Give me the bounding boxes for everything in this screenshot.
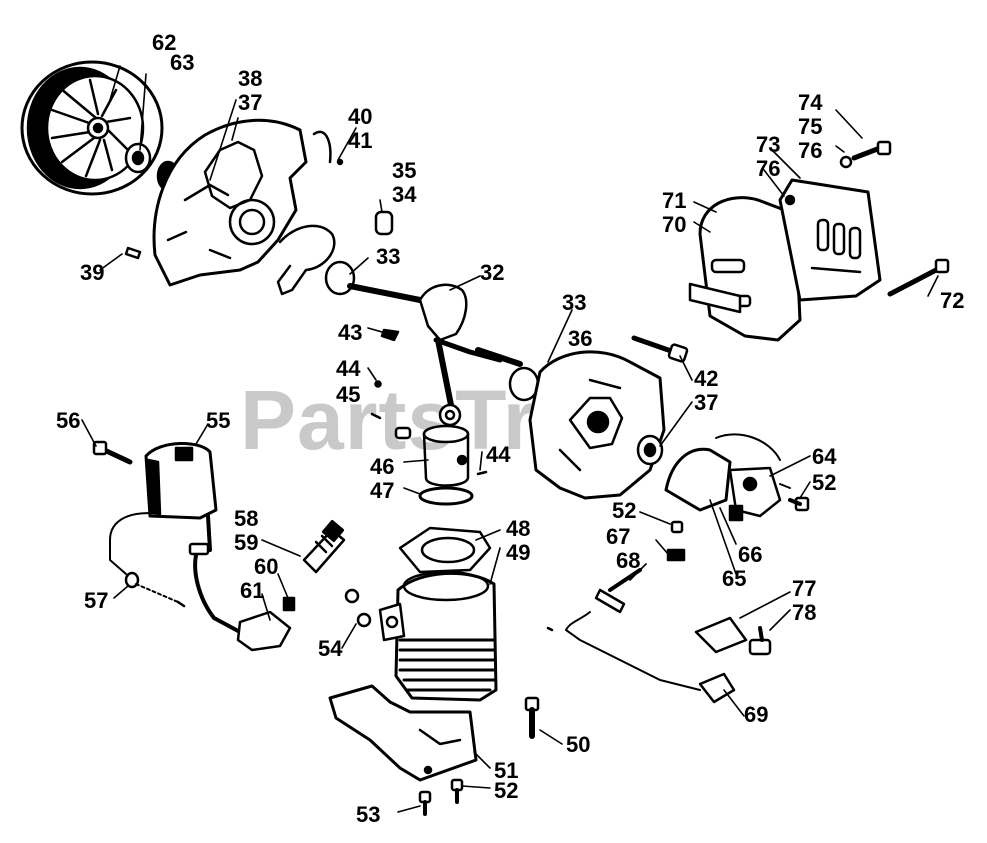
callout-53: 53 <box>356 802 381 827</box>
ignition-module-part <box>109 441 218 575</box>
screw-52b-part <box>788 496 810 512</box>
callout-52b: 52 <box>612 498 637 523</box>
callout-51: 51 <box>494 758 519 783</box>
callout-66: 66 <box>738 542 763 567</box>
clip-44-part <box>374 380 382 388</box>
callout-59: 59 <box>234 530 259 555</box>
callout-47: 47 <box>370 478 395 503</box>
small-pin-part <box>336 158 344 166</box>
callout-61: 61 <box>240 578 265 603</box>
callout-65: 65 <box>722 566 747 591</box>
callout-64: 64 <box>812 444 837 469</box>
callout-74: 74 <box>798 90 823 115</box>
callout-40: 40 <box>348 104 373 129</box>
piston-part <box>422 424 470 487</box>
callout-76: 76 <box>798 138 823 163</box>
cylinder-part <box>378 570 498 702</box>
leader-lines <box>81 65 939 813</box>
crankshaft-part <box>324 260 540 427</box>
callout-76b: 76 <box>756 156 781 181</box>
clip-45-part <box>370 412 382 420</box>
crankcase-right-part <box>528 350 666 500</box>
callout-32: 32 <box>480 260 505 285</box>
callout-55: 55 <box>206 408 231 433</box>
piston-ring-part <box>418 486 474 506</box>
callout-67: 67 <box>606 524 631 549</box>
callout-54: 54 <box>318 636 343 661</box>
callout-58: 58 <box>234 506 259 531</box>
callout-37: 37 <box>238 90 263 115</box>
callout-39: 39 <box>80 260 105 285</box>
callout-41: 41 <box>348 128 373 153</box>
screw-52a-part <box>670 520 684 534</box>
callout-52: 52 <box>812 470 837 495</box>
callout-62: 62 <box>152 30 177 55</box>
switch-77-part <box>694 616 772 656</box>
callout-73: 73 <box>756 132 781 157</box>
callout-75: 75 <box>798 114 823 139</box>
screw-52-bottom-part <box>450 778 464 804</box>
callout-42: 42 <box>694 366 719 391</box>
sleeve-part <box>374 210 394 236</box>
callout-49: 49 <box>506 540 531 565</box>
flywheel-part <box>20 60 164 196</box>
clip-44b-part <box>476 470 488 476</box>
callout-63: 63 <box>170 50 195 75</box>
callout-45: 45 <box>336 382 361 407</box>
callout-71: 71 <box>662 188 687 213</box>
callout-37b: 37 <box>694 390 719 415</box>
clip-part <box>312 130 332 164</box>
spark-plug-part <box>302 519 346 574</box>
wrist-pin-part <box>394 426 412 440</box>
bolt-50-part <box>524 696 540 739</box>
bolt-42-part <box>631 335 689 363</box>
callout-78: 78 <box>792 600 817 625</box>
callout-60: 60 <box>254 554 279 579</box>
callout-33b: 33 <box>562 290 587 315</box>
screw-56-part <box>92 440 133 465</box>
callout-38: 38 <box>238 66 263 91</box>
callout-34: 34 <box>392 182 417 207</box>
callout-70: 70 <box>662 212 687 237</box>
callout-35: 35 <box>392 158 417 183</box>
muffler-part <box>688 196 802 342</box>
muffler-cover-part <box>778 178 882 302</box>
plug-54a-part <box>344 588 360 604</box>
callout-36: 36 <box>568 326 593 351</box>
crankcase-left-part <box>152 118 336 296</box>
screw-74-part <box>839 140 892 169</box>
callout-69: 69 <box>744 702 769 727</box>
callout-44b: 44 <box>486 442 511 467</box>
callout-68: 68 <box>616 548 641 573</box>
callout-57: 57 <box>84 588 109 613</box>
callout-48: 48 <box>506 516 531 541</box>
callout-33: 33 <box>376 244 401 269</box>
callout-72: 72 <box>940 288 965 313</box>
shroud-part <box>328 684 478 782</box>
screw-53-part <box>418 790 432 816</box>
bolt-72-part <box>887 258 950 297</box>
callout-52c: 52 <box>494 778 519 803</box>
callout-50: 50 <box>566 732 591 757</box>
gasket-part <box>398 526 492 574</box>
plug-54b-part <box>356 612 372 628</box>
switch-assembly-part <box>664 433 791 522</box>
terminal-60-part <box>282 596 296 612</box>
wire-harness-part <box>546 548 736 704</box>
spark-plug-lead-part <box>124 542 292 652</box>
callout-44: 44 <box>336 356 361 381</box>
callout-46: 46 <box>370 454 395 479</box>
pin-39-part <box>124 246 142 260</box>
callout-43: 43 <box>338 320 363 345</box>
callout-77: 77 <box>792 576 817 601</box>
key-43-part <box>380 328 400 342</box>
callout-56: 56 <box>56 408 81 433</box>
